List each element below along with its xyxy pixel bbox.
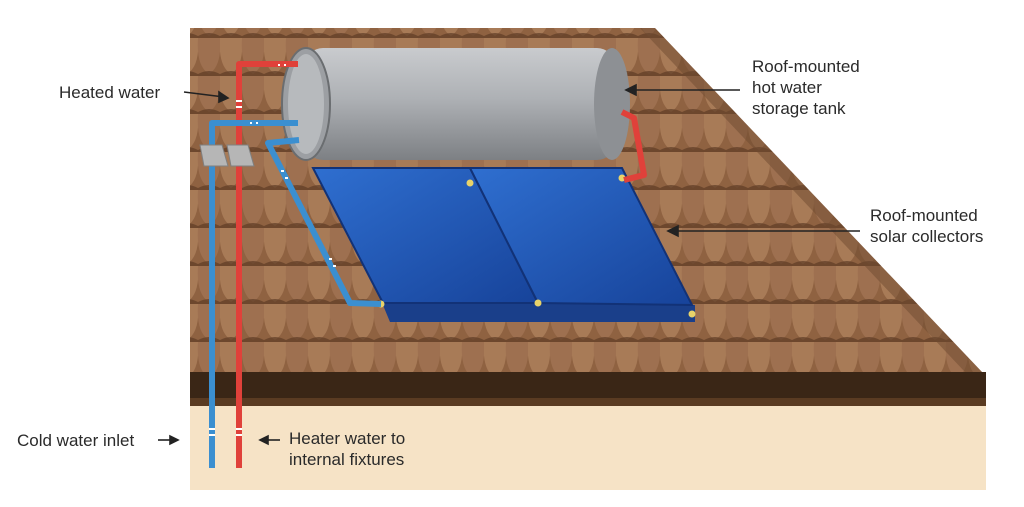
storage-tank-label: Roof-mounted hot water storage tank: [752, 56, 860, 119]
heated-water-text: Heated water: [59, 82, 160, 103]
storage-tank-line-1: Roof-mounted: [752, 56, 860, 77]
solar-collectors-label: Roof-mounted solar collectors: [870, 205, 983, 247]
heater-water-label: Heater water to internal fixtures: [289, 428, 405, 470]
roof-eave: [190, 372, 986, 398]
cold-water-inlet-text: Cold water inlet: [17, 430, 134, 451]
solar-collectors-line-2: solar collectors: [870, 226, 983, 247]
heater-water-line-2: internal fixtures: [289, 449, 405, 470]
cold-water-inlet-label: Cold water inlet: [17, 430, 134, 451]
storage-tank-line-2: hot water: [752, 77, 860, 98]
roof-eave-trim: [190, 398, 986, 406]
heater-water-line-1: Heater water to: [289, 428, 405, 449]
storage-tank-end-right: [594, 48, 630, 160]
storage-tank-line-3: storage tank: [752, 98, 860, 119]
storage-tank-body: [305, 48, 615, 160]
solar-collectors-line-1: Roof-mounted: [870, 205, 983, 226]
heated-water-label: Heated water: [59, 82, 160, 103]
